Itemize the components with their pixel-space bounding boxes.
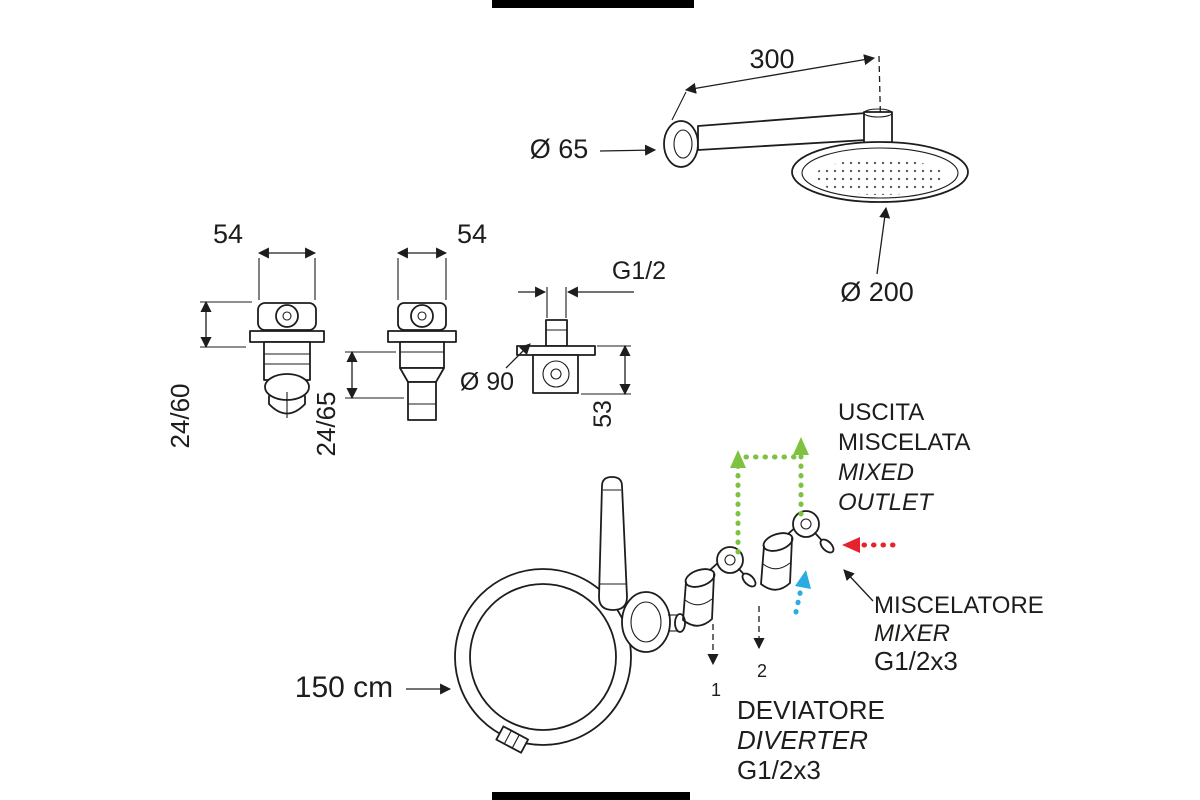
hand-shower-assembly: 150 cm [295,476,686,754]
top-crop-bar [492,0,694,8]
dim-fitting-depth: 53 [589,400,617,428]
arm-wall-flange [663,120,699,168]
hose-nut [495,725,530,754]
dim-hose-length: 150 cm [295,671,393,704]
valve2-body [399,341,445,369]
dim-fitting-thread: G1/2 [612,257,666,285]
port-2-label: 2 [757,661,767,681]
valve1-plate [249,330,325,343]
valve-section-1: 54 24/60 [165,219,325,449]
dim-valve1-width: 54 [213,219,243,249]
dim-valve1-depth: 24/60 [165,383,195,448]
diverter-annotation: DEVIATORE DIVERTER G1/2x3 [737,695,885,785]
mixer-annotation: MISCELATORE MIXER G1/2x3 [874,592,1044,676]
dim-flange-diameter: Ø 65 [530,134,589,164]
wall-fitting: G1/2 Ø 90 53 [460,257,666,428]
fitting-plate [516,345,596,356]
bottom-crop-bar [492,792,690,800]
outlet-label-it-2: MISCELATA [838,429,970,456]
outlet-label-en-2: OUTLET [838,489,935,516]
hose-loop-inner [469,583,617,731]
mixer-leader-line [843,569,874,602]
outlet-label-en-1: MIXED [838,459,914,486]
valve-section-2: 54 24/65 [311,219,487,457]
spray-face-dots [814,159,946,195]
fitting-stub [545,319,568,347]
dim-valve2-depth: 24/65 [311,391,341,456]
mixer-label-en: MIXER [874,620,950,647]
mixer-valve-3d [760,510,835,591]
mixer-spec: G1/2x3 [874,646,958,676]
dim-arm-length: 300 [749,44,794,74]
diverter-port-arrows: 1 2 [707,606,767,700]
shower-bracket [621,591,671,653]
outlet-label-it-1: USCITA [838,399,924,426]
hose-loop-outer [454,568,632,746]
diverter-spec: G1/2x3 [737,755,821,785]
diverter-label-en: DIVERTER [737,725,868,755]
mixer-label-it: MISCELATORE [874,592,1044,619]
dim-fitting-plate-diameter: Ø 90 [460,368,514,396]
dim-valve2-width: 54 [457,219,487,249]
mixed-outlet-arrows [730,437,809,555]
cold-inlet-arrow [793,570,811,615]
diverter-label-it: DEVIATORE [737,695,885,725]
hand-shower-handle [598,476,628,611]
dim-head-diameter: Ø 200 [840,277,914,307]
hot-inlet-arrow [842,537,896,553]
port-1-label: 1 [711,680,721,700]
shower-head-assembly: 300 Ø 65 Ø 200 [530,44,969,307]
diverter-valve-3d [682,546,757,627]
valve2-plate [387,330,457,343]
outlet-annotation: USCITA MISCELATA MIXED OUTLET [838,399,970,516]
